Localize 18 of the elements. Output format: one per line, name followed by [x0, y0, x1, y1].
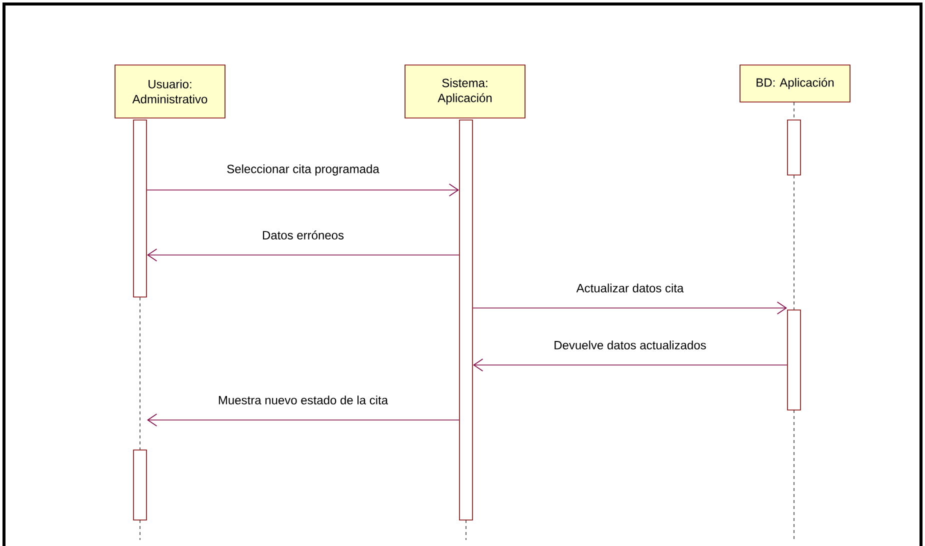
message-label: Actualizar datos cita	[575, 282, 685, 294]
lifeline-head: Sistema: Aplicación	[404, 64, 526, 118]
message-label: Devuelve datos actualizados	[552, 340, 708, 350]
message-label: Datos erróneos	[260, 230, 346, 240]
lifeline-head: BD: Aplicación	[740, 64, 850, 102]
activation-bar	[787, 120, 801, 176]
activation-bar	[459, 120, 473, 520]
message-label: Seleccionar cita programada	[226, 163, 380, 177]
activation-bar	[787, 310, 801, 410]
lifeline-head: Usuario: Administrativo	[114, 64, 226, 118]
message-arrow	[473, 358, 788, 372]
message-arrow	[472, 302, 788, 314]
activation-bar	[133, 450, 147, 520]
message-arrow	[146, 184, 460, 196]
message-arrow	[147, 414, 460, 426]
message-arrow	[147, 248, 460, 262]
activation-bar	[133, 120, 147, 298]
message-label: Muestra nuevo estado de la cita	[216, 394, 390, 406]
